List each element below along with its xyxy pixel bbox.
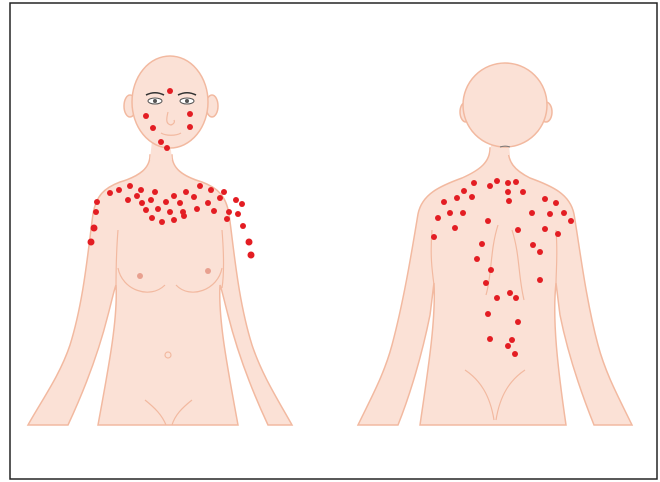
back-lesion-marker — [529, 210, 535, 216]
front-head — [132, 56, 208, 148]
back-lesion-marker — [485, 218, 491, 224]
front-lesion-marker — [167, 209, 173, 215]
front-left-nipple — [137, 273, 143, 279]
front-lesion-marker — [171, 193, 177, 199]
front-lesion-marker — [224, 216, 230, 222]
front-lesion-marker — [125, 197, 131, 203]
back-lesion-marker — [513, 179, 519, 185]
front-lesion-marker — [127, 183, 133, 189]
front-lesion-marker — [211, 208, 217, 214]
front-lesion-marker — [235, 211, 241, 217]
front-left-pupil — [153, 99, 157, 103]
front-lesion-marker — [138, 187, 144, 193]
front-lesion-marker — [233, 197, 239, 203]
back-lesion-marker — [483, 280, 489, 286]
back-lesion-marker — [460, 210, 466, 216]
front-lesion-marker — [143, 207, 149, 213]
front-lesion-marker — [91, 225, 98, 232]
front-lesion-marker — [248, 252, 255, 259]
front-lesion-marker — [194, 206, 200, 212]
front-lesion-marker — [197, 183, 203, 189]
front-right-pupil — [185, 99, 189, 103]
front-lesion-marker — [183, 189, 189, 195]
back-lesion-marker — [568, 218, 574, 224]
front-lesion-marker — [177, 200, 183, 206]
front-lesion-marker — [187, 124, 193, 130]
front-lesion-marker — [134, 193, 140, 199]
back-head — [463, 63, 547, 147]
back-lesion-marker — [537, 277, 543, 283]
back-lesion-marker — [452, 225, 458, 231]
back-lesion-marker — [506, 198, 512, 204]
back-lesion-marker — [441, 199, 447, 205]
back-lesion-marker — [474, 256, 480, 262]
back-lesion-marker — [487, 336, 493, 342]
back-lesion-marker — [488, 267, 494, 273]
front-lesion-marker — [246, 239, 253, 246]
back-lesion-marker — [537, 249, 543, 255]
back-lesion-marker — [505, 180, 511, 186]
back-lesion-marker — [494, 178, 500, 184]
back-lesion-marker — [512, 351, 518, 357]
front-lesion-marker — [150, 125, 156, 131]
back-lesion-marker — [542, 226, 548, 232]
back-lesion-marker — [513, 295, 519, 301]
back-lesion-marker — [454, 195, 460, 201]
front-lesion-marker — [181, 213, 187, 219]
front-lesion-marker — [116, 187, 122, 193]
front-lesion-marker — [148, 197, 154, 203]
back-lesion-marker — [553, 200, 559, 206]
back-lesion-marker — [494, 295, 500, 301]
front-lesion-marker — [94, 199, 100, 205]
back-lesion-marker — [447, 210, 453, 216]
back-lesion-marker — [520, 189, 526, 195]
back-lesion-marker — [479, 241, 485, 247]
front-lesion-marker — [239, 201, 245, 207]
front-lesion-marker — [159, 219, 165, 225]
back-lesion-marker — [485, 311, 491, 317]
back-lesion-marker — [487, 183, 493, 189]
back-lesion-marker — [431, 234, 437, 240]
back-lesion-marker — [505, 343, 511, 349]
back-lesion-marker — [507, 290, 513, 296]
front-lesion-marker — [187, 111, 193, 117]
back-lesion-marker — [505, 189, 511, 195]
back-lesion-marker — [509, 337, 515, 343]
back-lesion-marker — [469, 194, 475, 200]
front-lesion-marker — [149, 215, 155, 221]
back-lesion-marker — [530, 242, 536, 248]
back-lesion-marker — [461, 188, 467, 194]
front-lesion-marker — [208, 187, 214, 193]
front-lesion-marker — [143, 113, 149, 119]
front-lesion-marker — [158, 139, 164, 145]
back-lesion-marker — [561, 210, 567, 216]
back-lesion-marker — [542, 196, 548, 202]
front-lesion-marker — [167, 88, 173, 94]
front-lesion-marker — [88, 239, 95, 246]
front-lesion-marker — [163, 199, 169, 205]
back-lesion-marker — [435, 215, 441, 221]
front-lesion-marker — [93, 209, 99, 215]
front-lesion-marker — [152, 189, 158, 195]
back-lesion-marker — [555, 231, 561, 237]
front-lesion-marker — [107, 190, 113, 196]
front-lesion-marker — [171, 217, 177, 223]
front-right-nipple — [205, 268, 211, 274]
back-lesion-marker — [515, 227, 521, 233]
front-lesion-marker — [191, 194, 197, 200]
front-lesion-marker — [240, 223, 246, 229]
front-lesion-marker — [164, 145, 170, 151]
back-lesion-marker — [547, 211, 553, 217]
front-lesion-marker — [226, 209, 232, 215]
back-lesion-marker — [515, 319, 521, 325]
front-lesion-marker — [205, 200, 211, 206]
front-lesion-marker — [217, 195, 223, 201]
back-lesion-marker — [471, 180, 477, 186]
front-lesion-marker — [139, 200, 145, 206]
front-lesion-marker — [221, 189, 227, 195]
front-lesion-marker — [155, 206, 161, 212]
